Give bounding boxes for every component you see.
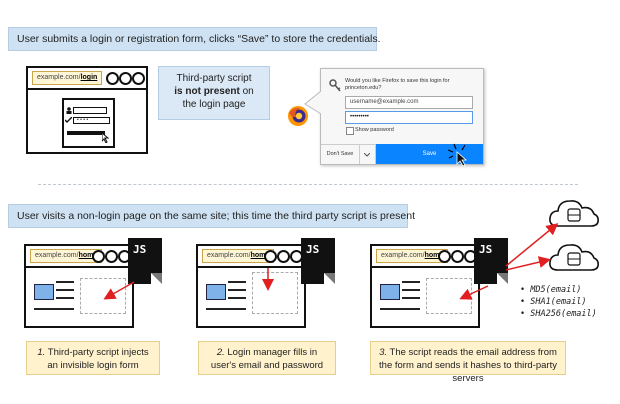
js-script-icon: JS [301,238,335,284]
show-password-label: Show password [355,127,394,133]
key-icon [65,117,72,123]
password-field-sketch: • • • • [73,117,110,124]
top-banner: User submits a login or registration for… [8,27,381,51]
url-field: example.com/login [32,71,103,85]
text-line [228,289,246,291]
hash-list: • MD5(email) • SHA1(email) • SHA256(emai… [520,284,597,320]
url-bar: example.com/login [28,68,146,90]
url-field: example.com/home [376,249,449,263]
text-line [34,308,74,310]
panel2-browser-window: example.com/home [196,244,306,328]
image-icon [34,284,54,300]
cloud-server-icon [549,244,599,271]
text-line [206,308,246,310]
text-line [56,281,74,283]
mouse-cursor-icon [102,133,110,143]
username-input[interactable]: username@example.com [345,96,473,109]
window-control [277,250,290,263]
invisible-form-box [80,278,126,314]
text-line [56,289,74,291]
text-line [402,297,420,299]
panel1-caption: 1. Third-party script injects an invisib… [26,341,160,375]
hash-item: • SHA256(email) [520,309,597,319]
username-field-sketch [73,107,107,114]
image-icon [206,284,226,300]
image-icon [380,284,400,300]
text-line [228,281,246,283]
second-banner: User visits a non-login page on the same… [8,204,415,228]
dialog-prompt: Would you like Firefox to save this logi… [345,78,450,91]
hash-item: • MD5(email) [520,285,582,295]
chevron-down-icon [364,153,370,157]
url-bar: example.com/home [26,246,132,268]
window-control [105,250,118,263]
save-button[interactable]: Save [376,144,483,164]
js-script-icon: JS [128,238,162,284]
cloud-server-icon [549,200,599,227]
login-form-sketch: • • • • [62,98,115,148]
click-burst-icon [447,143,468,166]
window-control [106,72,119,85]
panel3-browser-window: example.com/home [370,244,480,328]
dont-save-button[interactable]: Don't Save [321,144,360,164]
callout-box: Third-party script is not present on the… [158,66,270,120]
url-field: example.com/home [30,249,103,263]
dialog-pointer [304,90,322,115]
user-icon [66,107,72,114]
panel1-browser-window: example.com/home [24,244,134,328]
callout-line2: is not present on [174,86,254,97]
dont-save-dropdown[interactable] [360,144,376,164]
text-line [380,308,420,310]
password-input[interactable]: ••••••••• [345,111,473,124]
url-bar: example.com/home [372,246,478,268]
key-icon [329,79,341,92]
js-script-icon: JS [474,238,508,284]
url-bar: example.com/home [198,246,304,268]
window-control [451,250,464,263]
firefox-logo-icon [288,106,308,126]
callout-line1: Third-party script [176,73,252,84]
send-arrow-2 [505,256,551,271]
panel3-caption: 3. The script reads the email address fr… [370,341,566,384]
window-control [92,250,105,263]
invisible-form-box [426,278,472,314]
panel2-caption: 2. Login manager fills in user's email a… [198,341,336,375]
submit-button-sketch [67,131,105,135]
text-line [228,297,246,299]
window-control [132,72,145,85]
callout-line3: the login page [182,99,246,110]
text-line [402,289,420,291]
window-control [119,72,132,85]
text-line [56,297,74,299]
invisible-form-box [252,272,298,314]
hash-item: • SHA1(email) [520,297,587,307]
window-control [438,250,451,263]
window-control [264,250,277,263]
firefox-save-dialog: Would you like Firefox to save this logi… [320,68,484,166]
text-line [402,281,420,283]
show-password-checkbox[interactable] [346,127,354,135]
section-divider [38,184,578,185]
login-browser-window: example.com/login • • • • [26,66,148,154]
